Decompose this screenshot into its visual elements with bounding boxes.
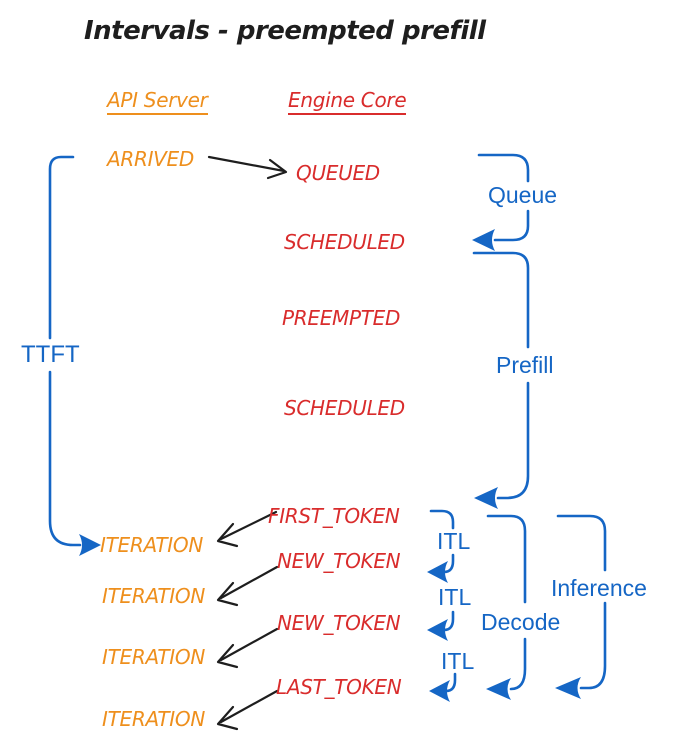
event-arrived: ARRIVED — [107, 147, 194, 171]
interval-label-prefill: Prefill — [496, 352, 554, 378]
event-last-token: LAST_TOKEN — [276, 675, 402, 699]
prefill-arrowhead-icon — [474, 487, 498, 509]
column-header-engine-core: Engine Core — [288, 88, 407, 115]
event-iteration-1: ITERATION — [100, 533, 203, 557]
arrow-new-token2-to-iteration — [216, 627, 279, 669]
event-iteration-3: ITERATION — [102, 645, 205, 669]
event-scheduled-1: SCHEDULED — [284, 230, 405, 254]
arrow-first-token-to-iteration — [216, 510, 278, 548]
itl-arrowhead-2-icon — [427, 619, 448, 641]
interval-label-inference: Inference — [551, 575, 647, 601]
event-queued: QUEUED — [296, 161, 380, 185]
event-iteration-2: ITERATION — [102, 584, 205, 608]
interval-label-itl-3: ITL — [441, 648, 475, 674]
interval-label-itl-1: ITL — [437, 528, 471, 554]
event-new-token-2: NEW_TOKEN — [277, 611, 401, 635]
arrow-arrived-to-queued — [207, 155, 288, 180]
diagram-title: Intervals - preempted prefill — [84, 16, 486, 46]
interval-label-decode: Decode — [481, 609, 561, 635]
event-new-token-1: NEW_TOKEN — [277, 549, 401, 573]
inference-bracket — [555, 514, 607, 699]
event-iteration-4: ITERATION — [102, 707, 205, 731]
decode-arrowhead-icon — [486, 678, 511, 700]
prefill-bracket — [472, 251, 530, 509]
interval-label-ttft: TTFT — [21, 341, 80, 368]
ttft-bracket — [48, 155, 101, 556]
arrow-new-token1-to-iteration — [216, 565, 279, 607]
ttft-arrowhead-icon — [79, 534, 101, 556]
arrow-last-token-to-iteration — [216, 689, 279, 731]
decode-bracket — [486, 514, 527, 700]
column-header-api-server: API Server — [107, 88, 208, 115]
interval-label-itl-2: ITL — [438, 584, 472, 610]
queue-bracket — [472, 153, 530, 251]
queue-arrowhead-icon — [472, 229, 495, 251]
event-first-token: FIRST_TOKEN — [268, 504, 400, 528]
event-preempted: PREEMPTED — [282, 306, 401, 330]
interval-label-queue: Queue — [488, 182, 558, 208]
event-scheduled-2: SCHEDULED — [284, 396, 405, 420]
itl-arrowhead-3-icon — [429, 680, 450, 702]
inference-arrowhead-icon — [555, 677, 581, 699]
itl-arrowhead-1-icon — [427, 561, 448, 583]
itl-brackets — [427, 509, 457, 702]
